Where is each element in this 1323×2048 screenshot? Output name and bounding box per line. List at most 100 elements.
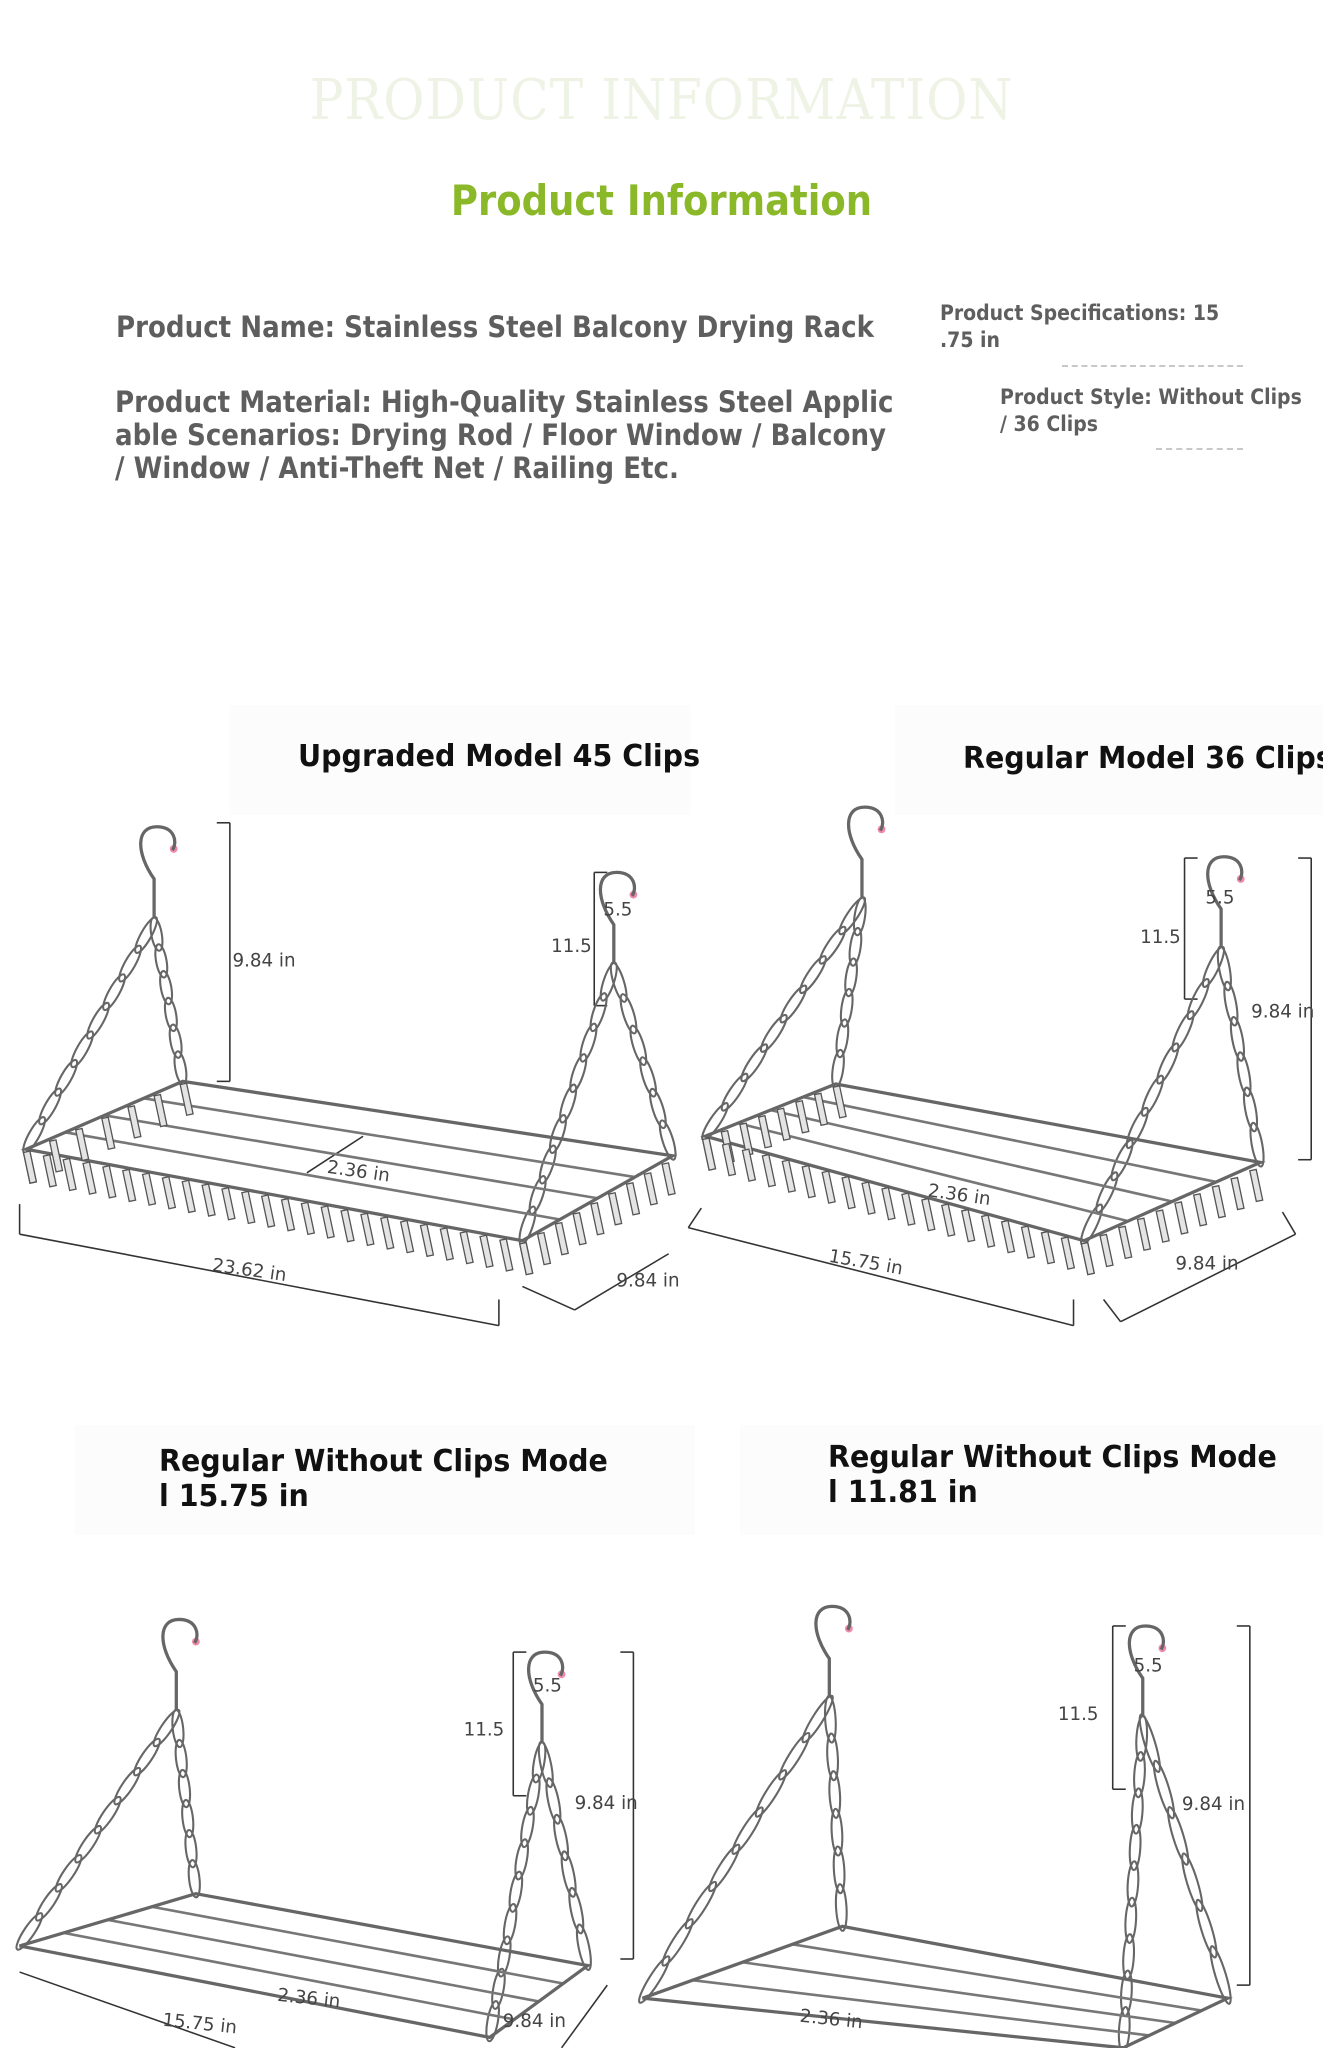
chain-link	[168, 1023, 183, 1059]
panel-title-bg	[75, 1425, 695, 1535]
clip-icon	[960, 1208, 976, 1243]
rack-rod	[151, 1905, 564, 1985]
chain-link	[778, 1731, 811, 1781]
dimension-line	[688, 1226, 1074, 1327]
chain-link	[102, 973, 127, 1012]
chain-link	[1130, 1787, 1144, 1835]
clip-icon	[101, 1116, 116, 1150]
chain-link	[187, 1859, 201, 1899]
chain-link	[134, 916, 159, 954]
chain-link	[559, 1083, 578, 1124]
chain-link	[639, 1056, 658, 1098]
chain-link	[93, 1795, 122, 1835]
chain-link	[118, 944, 143, 983]
hook-icon	[814, 1604, 852, 1698]
chain-link	[848, 926, 863, 967]
clip-icon	[340, 1208, 355, 1243]
material-line: able Scenarios: Drying Rod / Floor Windo…	[115, 418, 887, 452]
chain-link	[1229, 1015, 1246, 1062]
rack-rod	[792, 1943, 1202, 2012]
material-line: / Window / Anti-Theft Net / Railing Etc.	[115, 451, 679, 485]
rack-rod	[143, 1097, 636, 1179]
hook-icon	[139, 825, 177, 919]
rack-frame	[641, 1924, 1233, 2048]
length-label: 15.75 in	[161, 2010, 238, 2039]
chain-link	[1122, 1933, 1136, 1981]
chain-link	[575, 1923, 592, 1971]
clip-icon	[821, 1170, 836, 1204]
chain-link	[520, 1805, 535, 1849]
chain-link	[779, 984, 808, 1024]
chain-link	[553, 1813, 570, 1862]
clip-icon	[1020, 1225, 1036, 1259]
chain-link	[834, 1883, 848, 1932]
product-specifications: Product Specifications: 15 .75 in	[940, 300, 1219, 354]
rack-rod	[107, 1918, 539, 2003]
clip-icon	[42, 1154, 57, 1188]
product-style: Product Style: Without Clips / 36 Clips	[1000, 385, 1302, 436]
hook-total-label: 11.5	[1058, 1704, 1099, 1725]
clip-icon	[921, 1197, 936, 1232]
hook-icon	[527, 1650, 565, 1744]
chain-link	[1117, 2005, 1131, 2048]
clip-icon	[1174, 1201, 1189, 1235]
rack-frame	[700, 1082, 1266, 1243]
clip-icon	[300, 1201, 316, 1236]
chain-link	[568, 1886, 585, 1935]
clip-icon	[1136, 1217, 1152, 1251]
chain-link	[181, 1798, 195, 1839]
chain-link	[638, 1955, 671, 2004]
chain-link	[823, 1694, 837, 1744]
chain-link	[502, 1902, 518, 1946]
clip-icon	[419, 1223, 435, 1258]
dimension-line	[574, 1253, 670, 1311]
chain-link	[1249, 1121, 1265, 1168]
chain-link	[163, 996, 178, 1033]
chain-link	[1138, 1713, 1161, 1774]
chain-link	[1171, 1010, 1195, 1053]
chain-link	[801, 1694, 834, 1744]
chain-link	[15, 1912, 44, 1951]
chain-link	[1242, 1086, 1259, 1133]
rack-rod	[770, 1108, 1173, 1203]
clip-icon	[625, 1182, 641, 1216]
chain-link	[830, 1807, 844, 1857]
chain-link	[826, 1732, 840, 1782]
chain-link	[1181, 1852, 1204, 1913]
chain-link	[1133, 1751, 1146, 1799]
chain-link	[589, 992, 608, 1033]
chain-link	[496, 1935, 512, 1978]
chain-link	[579, 1022, 598, 1063]
clip-icon	[941, 1203, 956, 1237]
chain-link	[177, 1768, 192, 1809]
panel-1-diagram: 9.84 in 11.5 5.5 2.36 in 23.62 in 9.84 i…	[18, 821, 680, 1327]
hook-icon	[1206, 855, 1244, 949]
clip-icon	[761, 1153, 777, 1188]
chain-link	[619, 993, 638, 1035]
clip-icon	[399, 1219, 415, 1254]
clip-icon	[102, 1165, 117, 1199]
hook-label: 5.5	[533, 1675, 562, 1696]
clip-icon	[590, 1201, 605, 1236]
width-label: 9.84 in	[503, 2011, 566, 2032]
clip-icon	[62, 1157, 77, 1192]
chain-link	[839, 987, 854, 1028]
clip-icon	[459, 1230, 474, 1265]
chain-link	[1140, 1074, 1165, 1117]
clip-icon	[901, 1192, 916, 1226]
hook-label: 5.5	[1134, 1656, 1163, 1677]
clip-icon	[439, 1227, 455, 1261]
clip-icon	[1060, 1236, 1076, 1270]
clip-icon	[1230, 1176, 1245, 1211]
clip-icon	[260, 1194, 276, 1228]
clip-icon	[536, 1231, 552, 1266]
chain-link	[648, 1087, 667, 1130]
chain-link	[54, 1058, 79, 1097]
clip-icon	[280, 1197, 296, 1232]
clip-icon	[1211, 1184, 1227, 1219]
chain-link	[569, 1053, 588, 1094]
chain-link	[508, 1870, 524, 1913]
rack-rod	[742, 1960, 1176, 2025]
rack-frame	[19, 1892, 592, 2040]
panel-title-bg	[230, 705, 690, 815]
